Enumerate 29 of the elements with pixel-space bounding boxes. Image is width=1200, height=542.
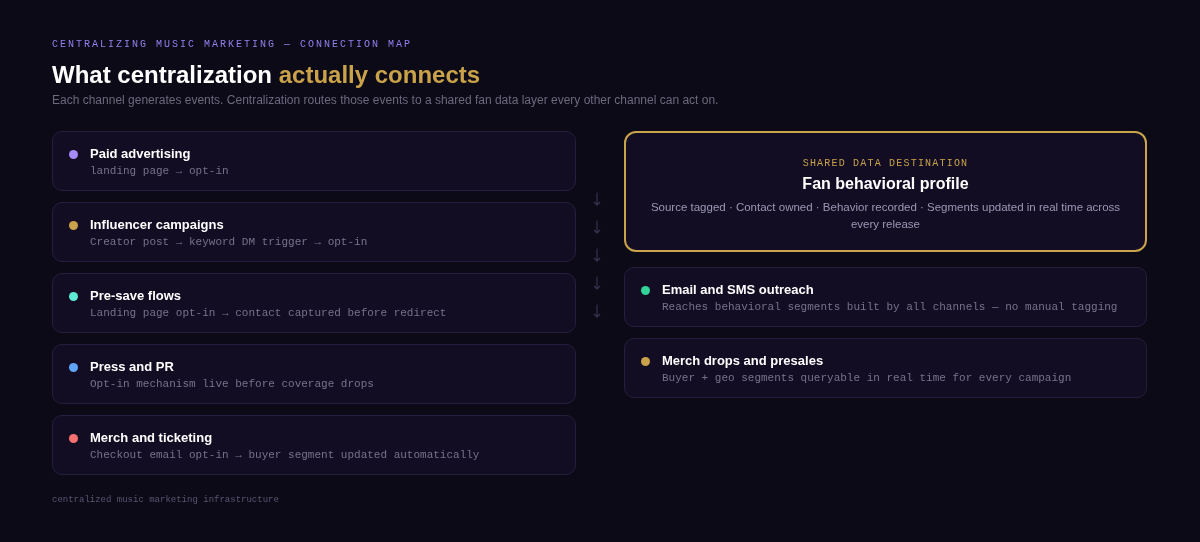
card-description: Opt-in mechanism live before coverage drops xyxy=(90,377,374,391)
card-title: Email and SMS outreach xyxy=(662,282,814,298)
card-description: Creator post → keyword DM trigger → opt-in xyxy=(90,235,368,249)
card-title: Fan behavioral profile xyxy=(802,174,969,194)
eyebrow-label: CENTRALIZING MUSIC MARKETING — CONNECTION MAP xyxy=(52,39,413,51)
channel-card xyxy=(52,202,576,262)
card-description: Source tagged · Contact owned · Behavior recorded · Segments updated in real time across every release xyxy=(649,200,1122,232)
card-description: Checkout email opt-in → buyer segment updated automatically xyxy=(90,448,480,462)
channel-card xyxy=(52,131,576,191)
channel-card xyxy=(624,267,1147,327)
channel-card xyxy=(52,415,576,475)
page-title: What centralization actually connects xyxy=(52,60,481,90)
channel-card xyxy=(624,338,1147,398)
card-description: Landing page opt-in → contact captured before redirect xyxy=(90,306,447,320)
card-description: landing page → opt-in xyxy=(90,164,229,178)
card-title: Merch and ticketing xyxy=(90,430,213,446)
destination-card xyxy=(624,131,1147,252)
card-title: Influencer campaigns xyxy=(90,217,224,233)
card-description: Reaches behavioral segments built by all channels — no manual tagging xyxy=(662,300,1118,314)
eyebrow-label: SHARED DATA DESTINATION xyxy=(802,157,969,170)
card-title: Merch drops and presales xyxy=(662,353,824,369)
card-description: Buyer + geo segments queryable in real time for every campaign xyxy=(662,371,1072,385)
channel-card xyxy=(52,344,576,404)
page-subtitle: Each channel generates events. Centralization routes those events to a shared fan data layer every other channel can act on. xyxy=(52,93,719,107)
card-title: Pre-save flows xyxy=(90,288,182,304)
footer-note: centralized music marketing infrastructure xyxy=(52,495,279,506)
card-title: Press and PR xyxy=(90,359,174,375)
channel-card xyxy=(52,273,576,333)
card-title: Paid advertising xyxy=(90,146,191,162)
